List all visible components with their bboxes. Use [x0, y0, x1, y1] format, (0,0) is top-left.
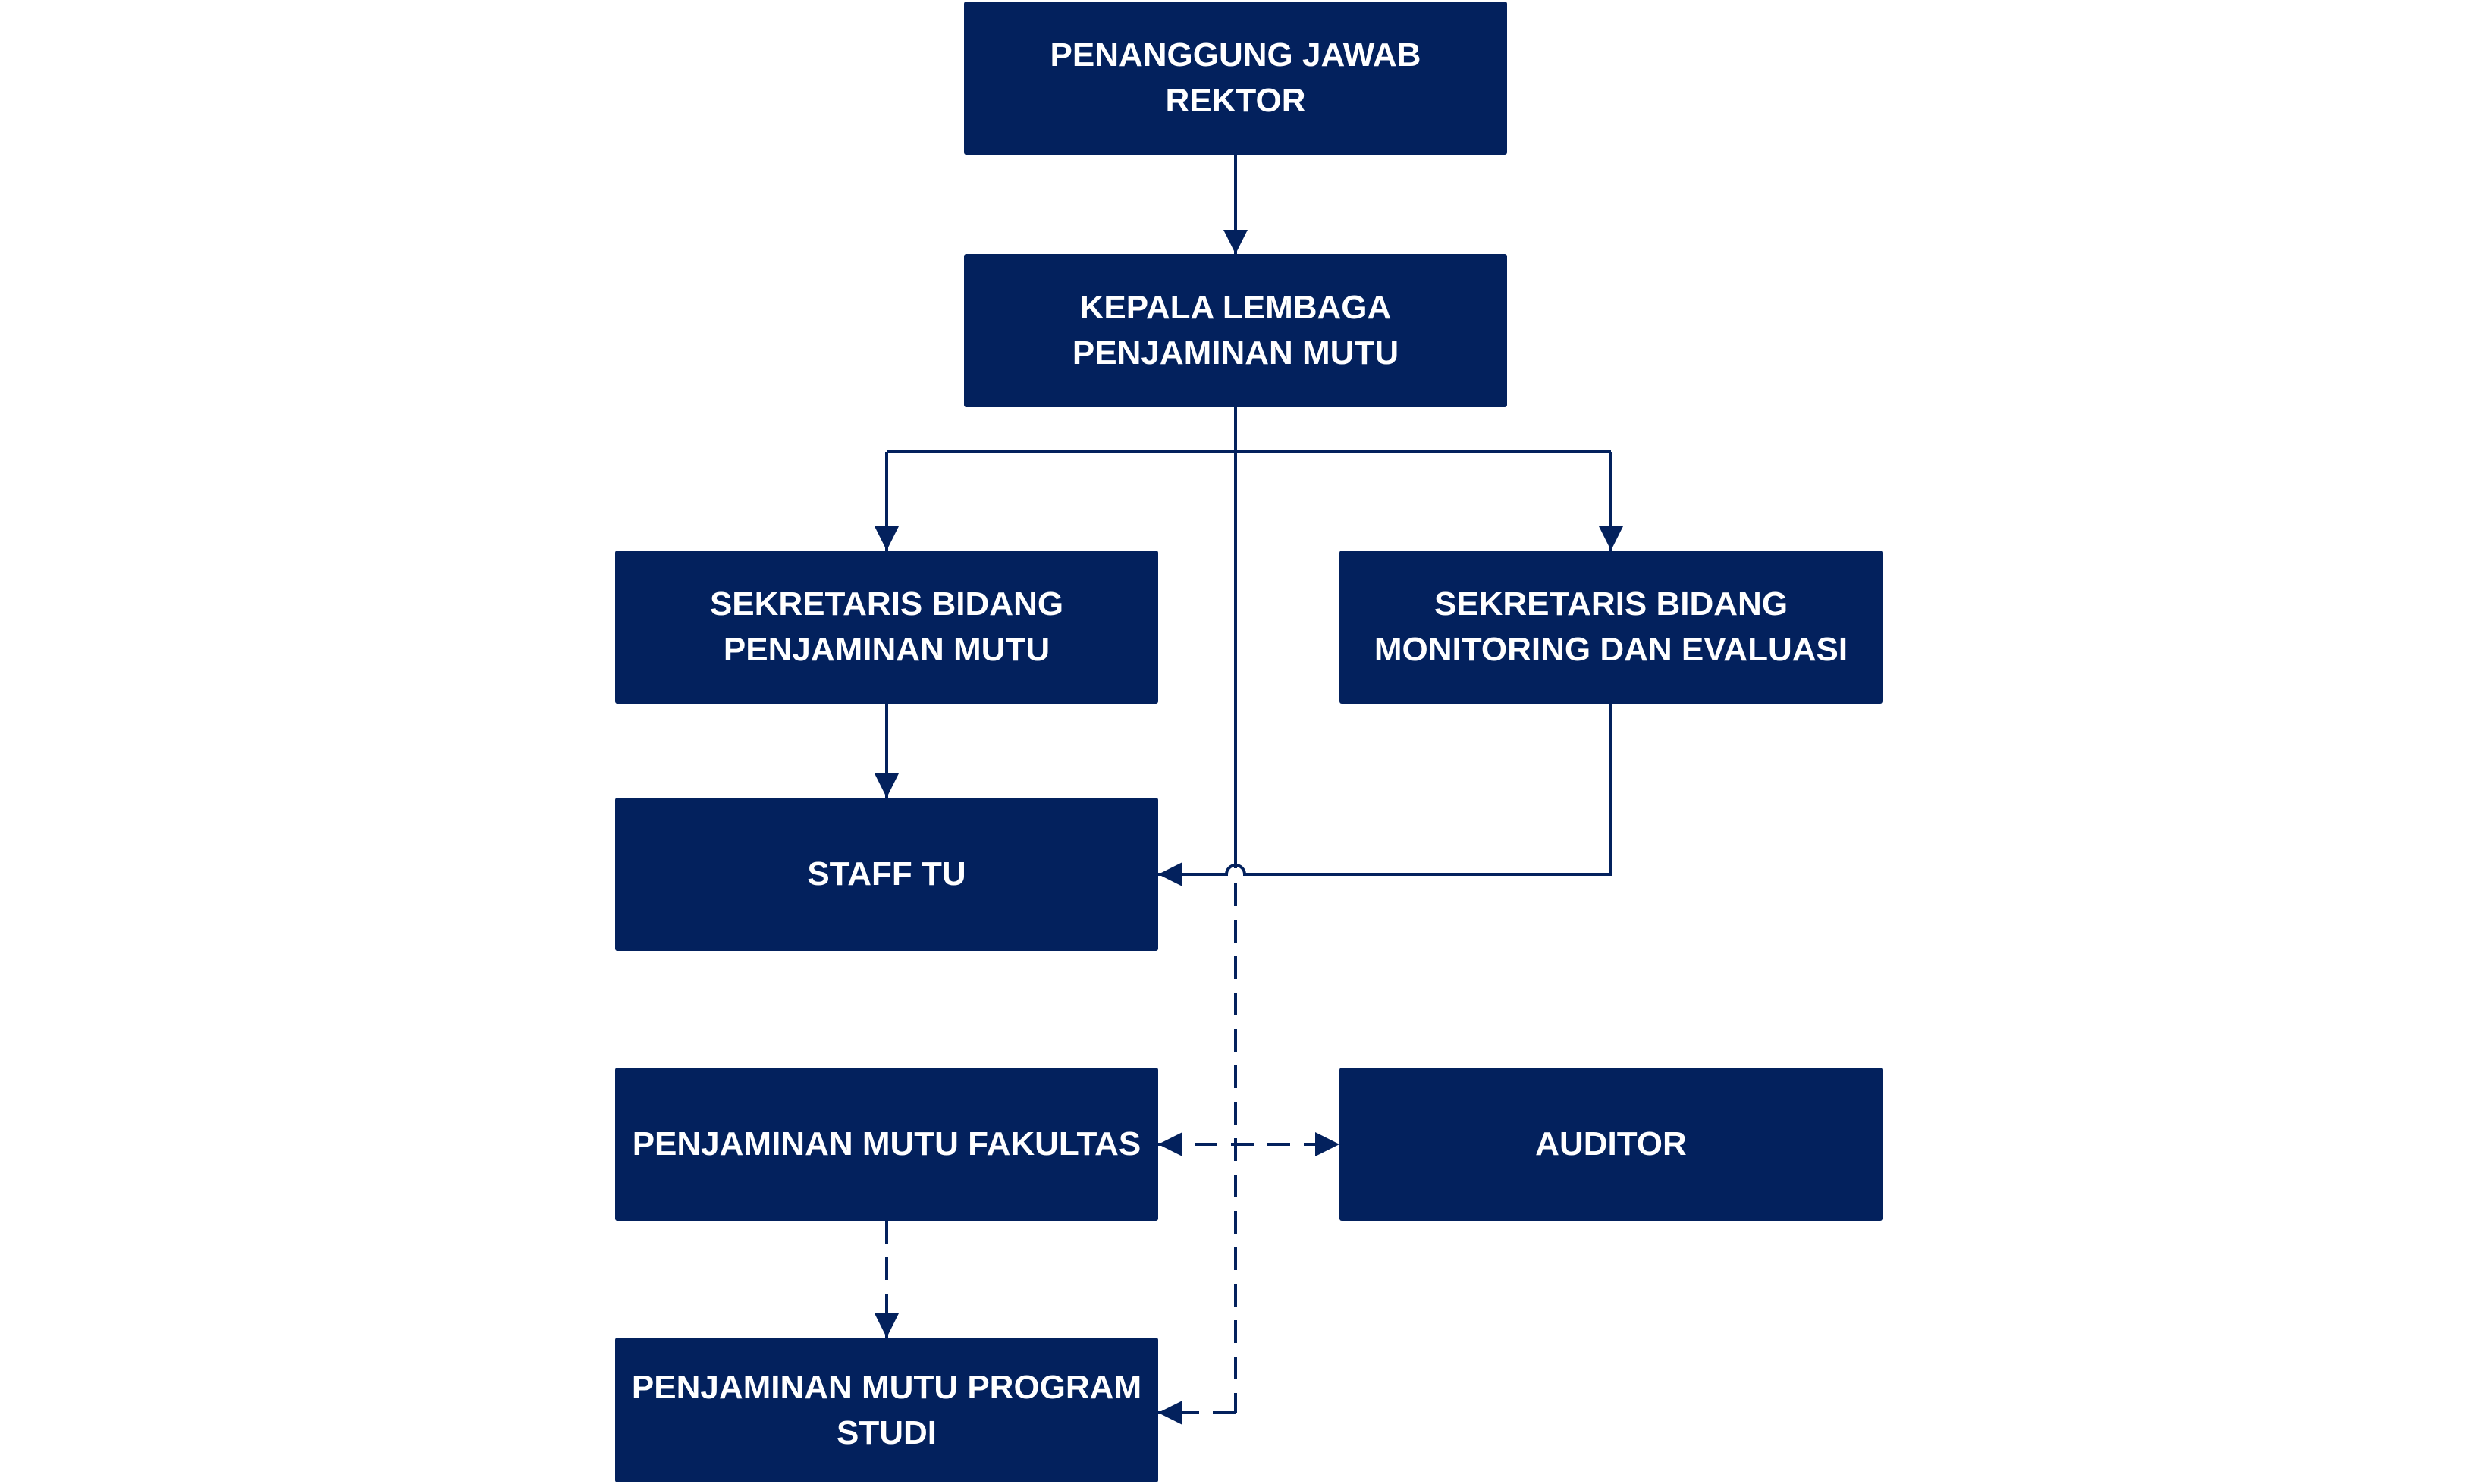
node-auditor-line1: AUDITOR	[1535, 1125, 1687, 1162]
connector-sekretaris-me-staff	[1158, 704, 1612, 886]
node-kepala-line2: PENJAMINAN MUTU	[1072, 334, 1399, 372]
node-auditor: AUDITOR	[1339, 1068, 1883, 1221]
node-prodi-line1: PENJAMINAN MUTU PROGRAM	[631, 1368, 1142, 1406]
node-sekretaris-pm-line2: PENJAMINAN MUTU	[723, 631, 1050, 668]
node-rektor-line2: REKTOR	[1165, 82, 1306, 119]
node-staff-tu: STAFF TU	[615, 798, 1158, 951]
node-sekretaris-me-line2: MONITORING DAN EVALUASI	[1374, 631, 1848, 668]
node-prodi-line2: STUDI	[836, 1413, 937, 1451]
node-sekretaris-monitoring-evaluasi: SEKRETARIS BIDANG MONITORING DAN EVALUAS…	[1339, 551, 1883, 704]
node-penjaminan-mutu-fakultas: PENJAMINAN MUTU FAKULTAS	[615, 1068, 1158, 1221]
node-sekretaris-penjaminan-mutu: SEKRETARIS BIDANG PENJAMINAN MUTU	[615, 551, 1158, 704]
node-staff-line1: STAFF TU	[807, 855, 966, 893]
node-penanggung-jawab-rektor: PENANGGUNG JAWAB REKTOR	[964, 2, 1507, 155]
node-fakultas-line1: PENJAMINAN MUTU FAKULTAS	[632, 1125, 1141, 1162]
node-sekretaris-me-line1: SEKRETARIS BIDANG	[1433, 585, 1788, 623]
node-rektor-line1: PENANGGUNG JAWAB	[1050, 36, 1421, 74]
node-sekretaris-pm-line1: SEKRETARIS BIDANG	[709, 585, 1064, 623]
node-kepala-line1: KEPALA LEMBAGA	[1079, 289, 1392, 326]
node-penjaminan-mutu-program-studi: PENJAMINAN MUTU PROGRAM STUDI	[615, 1338, 1158, 1482]
node-kepala-lembaga: KEPALA LEMBAGA PENJAMINAN MUTU	[964, 254, 1507, 407]
